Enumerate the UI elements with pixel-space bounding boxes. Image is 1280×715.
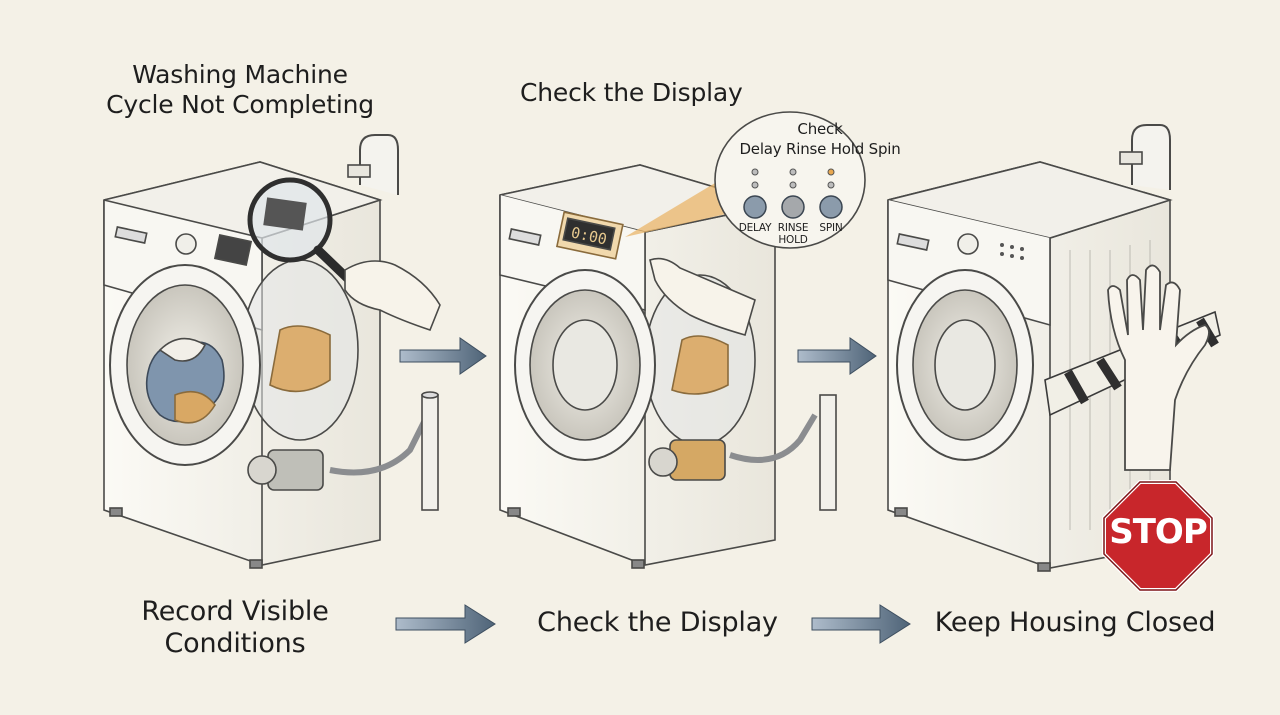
delay-button-icon [743, 195, 767, 219]
step-1-caption: Record Visible Conditions [141, 596, 329, 660]
panel-1-title: Washing Machine Cycle Not Completing [106, 60, 374, 119]
hand-icon [344, 260, 441, 331]
zoom-label-delay: DELAY [738, 222, 772, 234]
arrow-icon-upper-1 [399, 337, 487, 375]
zoom-label-spin: SPIN [819, 222, 843, 234]
spin-button-icon [819, 195, 843, 219]
zoom-subheading: Delay Rinse Hold Spin [739, 140, 901, 158]
zoom-bubble [714, 111, 866, 249]
magnifying-glass-icon [247, 177, 375, 305]
zoom-heading: Check [797, 120, 843, 138]
arrow-icon-upper-2 [797, 337, 877, 375]
step-3-caption: Keep Housing Closed [934, 607, 1216, 638]
rinse-hold-button-icon [781, 195, 805, 219]
washing-machine-3 [887, 124, 1173, 572]
arrow-icon-lower-1 [395, 604, 496, 644]
zoom-label-rinse-hold: RINSE HOLD [777, 222, 809, 247]
stop-hand-icon [1107, 264, 1210, 471]
panel-2-title: Check the Display [520, 78, 743, 107]
pointing-hand-icon [649, 257, 756, 336]
stop-sign-text: STOP [1109, 512, 1208, 552]
arrow-icon-lower-2 [811, 604, 911, 644]
step-2-caption: Check the Display [537, 607, 778, 638]
